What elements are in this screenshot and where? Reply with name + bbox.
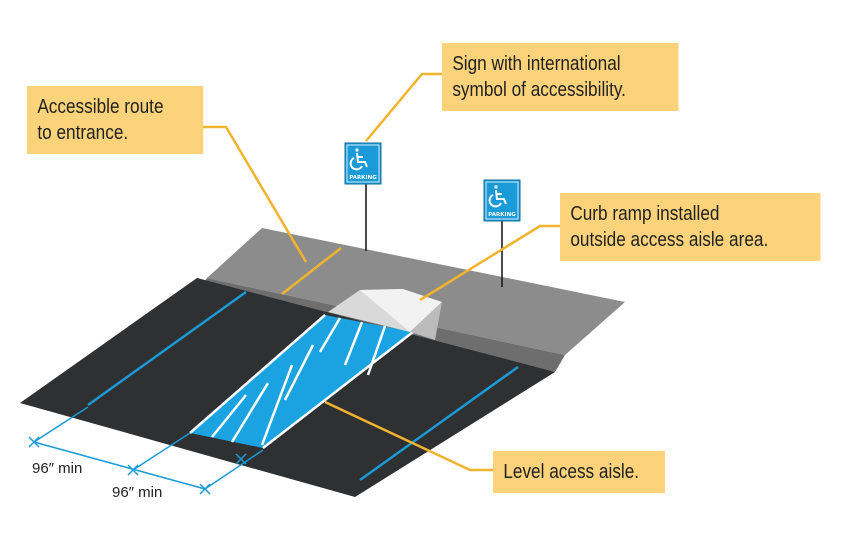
aisle-border-left xyxy=(189,314,326,434)
dimension-label-2: 96″ min xyxy=(112,484,162,501)
callout-route-line-1: Accessible route xyxy=(37,96,164,118)
stall-line-left xyxy=(87,290,247,407)
leader-ramp xyxy=(419,224,560,302)
sign-label-1: PARKING xyxy=(349,175,377,181)
callout-aisle-line-1: Level acess aisle. xyxy=(503,461,640,483)
leader-sign xyxy=(365,72,442,142)
callout-ramp-line-2: outside access aisle area. xyxy=(570,229,769,251)
callout-route-line-2: to entrance. xyxy=(37,122,129,144)
callout-ramp-line-1: Curb ramp installed xyxy=(570,203,720,225)
callout-sign: Sign with international symbol of access… xyxy=(442,43,679,111)
leader-route xyxy=(203,125,308,263)
callout-accessible-route: Accessible route to entrance. xyxy=(27,86,204,154)
aisle-border-right xyxy=(262,331,414,449)
callout-sign-line-1: Sign with international xyxy=(452,53,621,75)
accessibility-sign-2: PARKING xyxy=(483,179,521,222)
sidewalk xyxy=(207,228,625,355)
leader-lines xyxy=(203,72,560,472)
stall-line-right xyxy=(359,365,519,482)
access-aisle xyxy=(190,315,413,448)
leader-aisle xyxy=(324,400,493,472)
accessibility-sign-1: PARKING xyxy=(344,142,382,185)
callout-level-aisle: Level acess aisle. xyxy=(493,451,665,493)
curb xyxy=(197,278,565,372)
callout-sign-line-2: symbol of accessibility. xyxy=(452,79,626,101)
wheelchair-icon xyxy=(488,185,507,208)
accessible-route-line xyxy=(281,247,342,295)
dimension-lines xyxy=(28,406,264,495)
dimension-label-1: 96″ min xyxy=(32,460,82,477)
sign-label-2: PARKING xyxy=(488,212,516,218)
wheelchair-icon xyxy=(349,148,368,171)
callout-curb-ramp: Curb ramp installed outside access aisle… xyxy=(560,193,821,261)
aisle-hatching xyxy=(211,317,387,446)
